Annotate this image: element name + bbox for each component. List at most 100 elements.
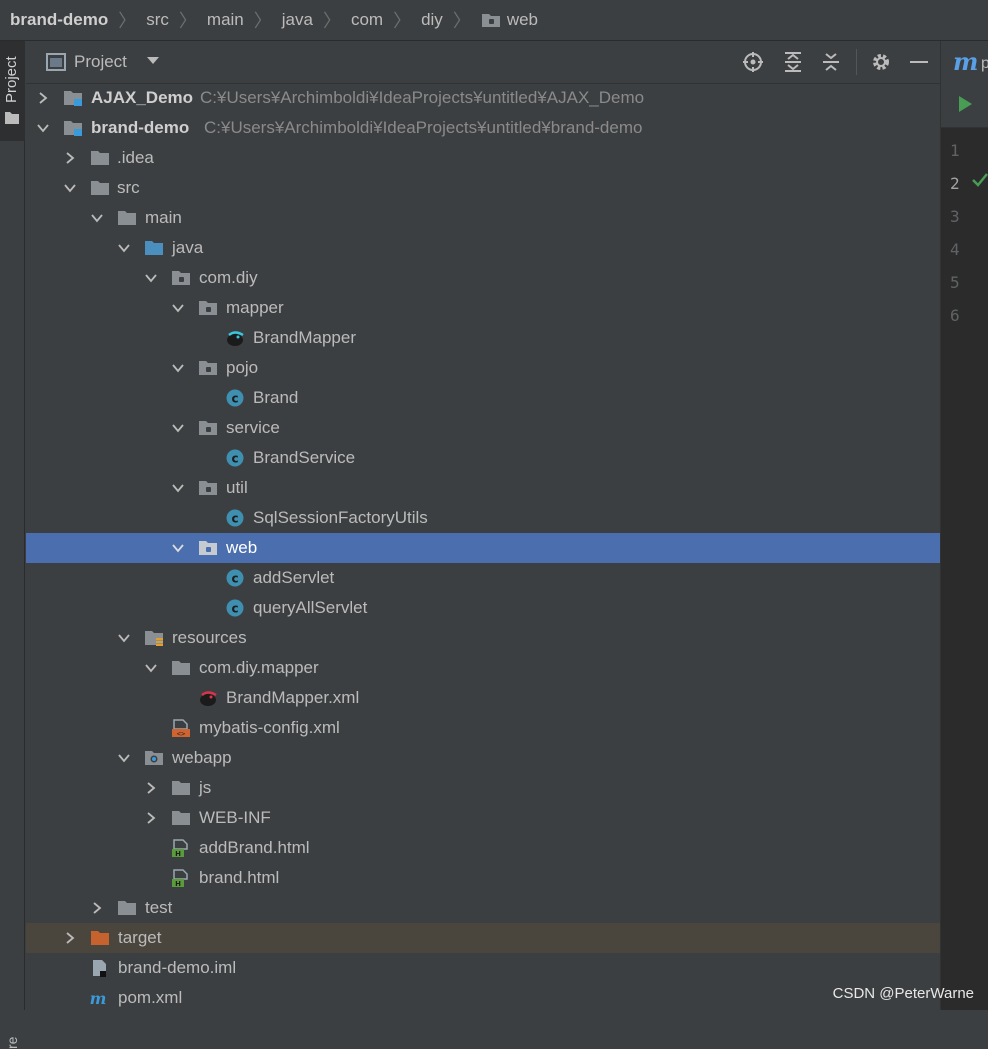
folder-icon: [172, 781, 190, 795]
tree-row-pom-xml[interactable]: m pom.xml: [26, 983, 940, 1013]
tree-row-addservlet[interactable]: c addServlet: [26, 563, 940, 593]
chevron-down-icon[interactable]: [171, 361, 185, 375]
tree-label: service: [226, 418, 280, 437]
tree-row-resources[interactable]: resources: [26, 623, 940, 653]
tree-row-pojo[interactable]: pojo: [26, 353, 940, 383]
chevron-down-icon[interactable]: [63, 181, 77, 195]
editor-tab-pom[interactable]: m p: [941, 41, 988, 84]
tree-row-mapper[interactable]: mapper: [26, 293, 940, 323]
tree-row-brandmapper[interactable]: BrandMapper: [26, 323, 940, 353]
tree-row-sqlsessionfactoryutils[interactable]: c SqlSessionFactoryUtils: [26, 503, 940, 533]
tree-label: pojo: [226, 358, 259, 377]
tree-row-queryallservlet[interactable]: c queryAllServlet: [26, 593, 940, 623]
java-class-icon: c: [226, 389, 244, 407]
chevron-right-icon: 〉: [118, 11, 137, 31]
project-panel-header: Project: [26, 41, 940, 84]
chevron-down-icon[interactable]: [117, 241, 131, 255]
tree-label: addServlet: [253, 568, 335, 587]
tree-row-com-diy-mapper[interactable]: com.diy.mapper: [26, 653, 940, 683]
tree-row-js[interactable]: js: [26, 773, 940, 803]
package-folder-icon: [172, 271, 190, 285]
chevron-down-icon[interactable]: [144, 661, 158, 675]
project-tool-window-tab[interactable]: Project: [0, 41, 25, 141]
tree-row-ajax-demo[interactable]: AJAX_Demo C:¥Users¥Archimboldi¥IdeaProje…: [26, 83, 940, 113]
tree-row-idea[interactable]: .idea: [26, 143, 940, 173]
tree-label: Brand: [253, 388, 299, 407]
tree-row-web[interactable]: web: [26, 533, 940, 563]
line-number: 1: [950, 141, 960, 160]
chevron-down-icon[interactable]: [144, 271, 158, 285]
chevron-down-icon[interactable]: [117, 631, 131, 645]
panel-title[interactable]: Project: [74, 52, 127, 71]
chevron-right-icon[interactable]: [144, 811, 158, 825]
tree-row-main[interactable]: main: [26, 203, 940, 233]
breadcrumb-item-com[interactable]: com: [351, 10, 383, 30]
tree-row-com-diy[interactable]: com.diy: [26, 263, 940, 293]
module-folder-icon: [64, 121, 82, 136]
chevron-down-icon[interactable]: [117, 751, 131, 765]
tree-row-webapp[interactable]: webapp: [26, 743, 940, 773]
minimize-icon[interactable]: [908, 51, 930, 73]
module-path: C:¥Users¥Archimboldi¥IdeaProjects¥untitl…: [204, 118, 643, 137]
folder-icon: [5, 112, 19, 124]
maven-icon: m: [953, 47, 979, 76]
package-folder-icon: [199, 421, 217, 435]
tree-row-addbrand-html[interactable]: H addBrand.html: [26, 833, 940, 863]
tree-row-brandmapper-xml[interactable]: BrandMapper.xml: [26, 683, 940, 713]
chevron-down-icon[interactable]: [171, 481, 185, 495]
tree-row-java[interactable]: java: [26, 233, 940, 263]
collapse-all-icon[interactable]: [820, 51, 842, 73]
tree-row-test[interactable]: test: [26, 893, 940, 923]
locate-target-icon[interactable]: [742, 51, 764, 73]
tree-row-brand-html[interactable]: H brand.html: [26, 863, 940, 893]
tree-row-brand-demo[interactable]: brand-demo C:¥Users¥Archimboldi¥IdeaProj…: [26, 113, 940, 143]
svg-text:c: c: [231, 602, 238, 616]
chevron-right-icon[interactable]: [90, 901, 104, 915]
breadcrumb-item-diy[interactable]: diy: [421, 10, 443, 30]
bottom-tool-tab-label[interactable]: re: [4, 1036, 20, 1049]
tree-row-web-inf[interactable]: WEB-INF: [26, 803, 940, 833]
run-icon[interactable]: [957, 95, 973, 113]
tree-row-target[interactable]: target: [26, 923, 940, 953]
tree-label: queryAllServlet: [253, 598, 368, 617]
chevron-down-icon[interactable]: [171, 301, 185, 315]
tree-label: test: [145, 898, 173, 917]
html-file-icon: H: [172, 869, 188, 887]
chevron-right-icon[interactable]: [63, 931, 77, 945]
svg-text:<>: <>: [177, 730, 185, 737]
breadcrumb-item-main[interactable]: main: [207, 10, 244, 30]
breadcrumb-item-src[interactable]: src: [146, 10, 169, 30]
chevron-right-icon[interactable]: [36, 91, 50, 105]
tree-row-mybatis-config-xml[interactable]: <> mybatis-config.xml: [26, 713, 940, 743]
svg-text:H: H: [175, 850, 181, 857]
chevron-down-icon[interactable]: [90, 211, 104, 225]
breadcrumb-item-java[interactable]: java: [282, 10, 313, 30]
tree-label: web: [226, 538, 258, 557]
tree-row-src[interactable]: src: [26, 173, 940, 203]
breadcrumb-item-brand-demo[interactable]: brand-demo: [10, 10, 108, 30]
expand-all-icon[interactable]: [782, 51, 804, 73]
chevron-right-icon[interactable]: [63, 151, 77, 165]
chevron-down-icon[interactable]: [36, 121, 50, 135]
tree-row-brand-demo-iml[interactable]: brand-demo.iml: [26, 953, 940, 983]
chevron-right-icon[interactable]: [144, 781, 158, 795]
module-path: C:¥Users¥Archimboldi¥IdeaProjects¥untitl…: [200, 88, 645, 107]
chevron-down-icon[interactable]: [171, 421, 185, 435]
tree-label: mybatis-config.xml: [199, 718, 340, 737]
tree-row-brandservice[interactable]: c BrandService: [26, 443, 940, 473]
tree-row-brand[interactable]: c Brand: [26, 383, 940, 413]
gear-icon[interactable]: [870, 51, 892, 73]
tree-label: src: [117, 178, 140, 197]
chevron-down-icon[interactable]: [171, 541, 185, 555]
editor-tab-label: p: [981, 55, 988, 72]
breadcrumb-item-web[interactable]: web: [481, 10, 538, 30]
tree-label: addBrand.html: [199, 838, 310, 857]
package-folder-icon: [199, 301, 217, 315]
svg-text:c: c: [231, 572, 238, 586]
left-tool-stripe: Project re: [0, 41, 25, 1049]
package-folder-icon: [199, 481, 217, 495]
tree-label: brand-demo.iml: [118, 958, 237, 977]
tree-row-util[interactable]: util: [26, 473, 940, 503]
chevron-down-icon[interactable]: [146, 56, 160, 66]
tree-row-service[interactable]: service: [26, 413, 940, 443]
